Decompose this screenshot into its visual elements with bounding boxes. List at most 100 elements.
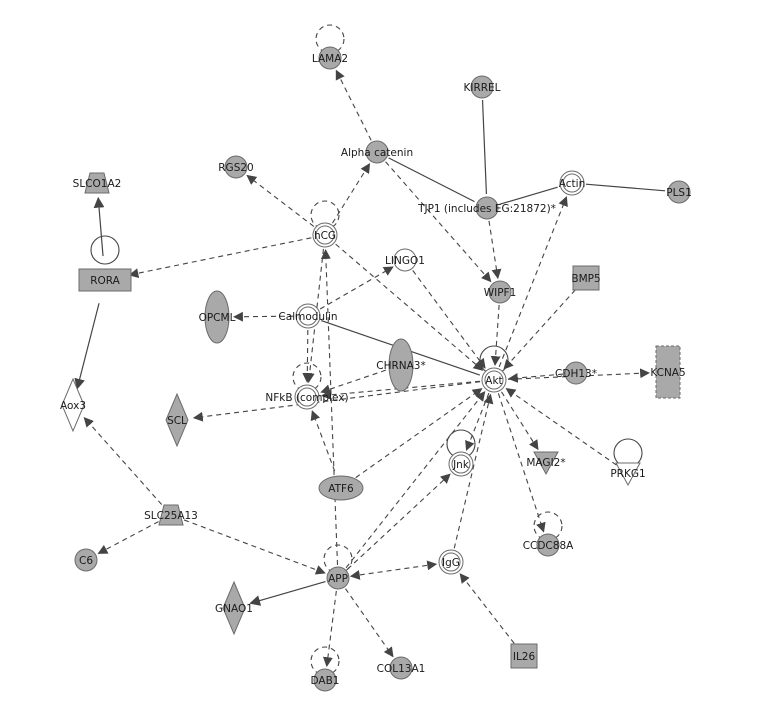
node-label-hcg: hCG	[314, 230, 336, 242]
node-rgs20[interactable]: RGS20	[218, 155, 254, 179]
edge-akt-to-kcna5	[507, 368, 651, 380]
node-label-tjp1: TJP1 (includes EG:21872)*	[417, 203, 556, 215]
edge-hcg-to-rora	[128, 237, 312, 279]
edge-app-to-dab1	[322, 590, 337, 668]
self-loops-layer	[90, 24, 643, 676]
edge-app-to-gnao1	[249, 581, 326, 606]
edge-wipf1-to-akt	[490, 304, 501, 367]
node-lama2[interactable]: LAMA2	[312, 46, 348, 70]
node-c6[interactable]: C6	[74, 548, 98, 572]
edge-il26-to-igg	[459, 573, 515, 644]
edge-rora-to-slco1a2	[93, 196, 105, 257]
node-rora[interactable]: RORA	[78, 268, 132, 292]
node-label-alpha-catenin: Alpha catenin	[341, 147, 413, 159]
edge-calmodulin-to-lingo1	[319, 266, 394, 310]
node-jnk[interactable]: Jnk	[448, 451, 474, 477]
node-label-app: APP	[328, 573, 348, 585]
node-nfkb[interactable]: NFkB (complex)	[265, 384, 349, 410]
edge-alpha-catenin-to-lama2	[335, 69, 372, 141]
node-alpha-catenin[interactable]: Alpha catenin	[341, 140, 413, 164]
node-label-bmp5: BMP5	[571, 273, 600, 285]
node-gnao1[interactable]: GNAO1	[215, 580, 253, 636]
node-igg[interactable]: IgG	[438, 549, 464, 575]
edge-alpha-catenin-to-tjp1	[388, 157, 475, 203]
node-calmodulin[interactable]: Calmodulin	[278, 303, 338, 329]
node-bmp5[interactable]: BMP5	[571, 265, 601, 291]
node-opcml[interactable]: OPCML	[199, 290, 236, 344]
node-label-gnao1: GNAO1	[215, 603, 253, 615]
node-akt[interactable]: Akt	[481, 367, 507, 393]
node-label-magi2: MAGI2*	[526, 457, 565, 469]
edge-cdh13-to-akt	[507, 373, 564, 383]
node-actin[interactable]: Actin	[559, 170, 585, 196]
edge-atf6-to-nfkb	[310, 410, 336, 472]
node-label-rgs20: RGS20	[218, 162, 253, 174]
node-label-kcna5: KCNA5	[650, 367, 685, 379]
node-label-opcml: OPCML	[199, 312, 236, 324]
node-label-lingo1: LINGO1	[385, 255, 425, 267]
node-scl[interactable]: SCL	[165, 392, 189, 448]
node-label-akt: Akt	[485, 375, 502, 387]
node-label-scl: SCL	[167, 415, 187, 427]
edge-app-to-hcg	[320, 248, 339, 566]
node-ccdc88a[interactable]: CCDC88A	[523, 533, 574, 557]
node-app[interactable]: APP	[326, 566, 350, 590]
node-il26[interactable]: IL26	[510, 643, 538, 669]
node-kcna5[interactable]: KCNA5	[650, 345, 686, 399]
edge-calmodulin-to-opcml	[233, 311, 295, 322]
edge-hcg-to-alpha-catenin	[331, 163, 371, 224]
node-label-ccdc88a: CCDC88A	[523, 540, 574, 552]
edge-akt-to-actin	[498, 196, 568, 368]
node-cdh13[interactable]: CDH13*	[555, 361, 597, 385]
node-prkg1[interactable]: PRKG1	[610, 462, 646, 487]
node-kirrel[interactable]: KIRREL	[463, 75, 501, 99]
node-label-calmodulin: Calmodulin	[278, 311, 337, 323]
node-label-slco1a2: SLCO1A2	[73, 178, 122, 190]
node-slc25a13[interactable]: SLC25A13	[144, 504, 198, 526]
edge-prkg1-to-akt	[505, 387, 617, 466]
edge-hcg-to-rgs20	[246, 174, 315, 227]
edge-tjp1-to-actin	[499, 186, 558, 205]
node-aox3[interactable]: Aox3	[60, 377, 86, 433]
self-loop-rora	[90, 235, 120, 265]
edge-akt-to-ccdc88a	[497, 393, 546, 533]
node-label-prkg1: PRKG1	[610, 468, 645, 480]
node-magi2[interactable]: MAGI2*	[526, 451, 566, 476]
edge-rora-to-aox3	[74, 303, 100, 390]
node-label-col13a1: COL13A1	[377, 663, 426, 675]
node-chrna3[interactable]: CHRNA3*	[376, 338, 426, 392]
edge-lingo1-to-akt	[412, 270, 486, 369]
edge-akt-to-scl	[192, 381, 481, 422]
edge-bmp5-to-akt	[503, 289, 576, 370]
node-label-c6: C6	[79, 555, 93, 567]
node-label-chrna3: CHRNA3*	[376, 360, 426, 372]
node-label-kirrel: KIRREL	[463, 82, 500, 94]
edge-atf6-to-akt	[355, 388, 483, 479]
node-hcg[interactable]: hCG	[312, 222, 338, 248]
node-label-igg: IgG	[442, 557, 460, 569]
edge-tjp1-to-wipf1	[488, 220, 502, 280]
edge-chrna3-to-nfkb	[320, 369, 387, 394]
edge-slc25a13-to-aox3	[83, 416, 163, 505]
node-lingo1[interactable]: LINGO1	[385, 248, 425, 272]
node-dab1[interactable]: DAB1	[311, 668, 340, 692]
edge-app-to-akt	[345, 391, 486, 569]
edge-akt-to-magi2	[501, 391, 539, 451]
node-label-aox3: Aox3	[60, 400, 86, 412]
node-slco1a2[interactable]: SLCO1A2	[73, 172, 122, 194]
node-label-slc25a13: SLC25A13	[144, 510, 198, 522]
node-wipf1[interactable]: WIPF1	[484, 280, 517, 304]
edge-actin-to-pls1	[585, 183, 666, 192]
node-tjp1[interactable]: TJP1 (includes EG:21872)*	[417, 196, 556, 220]
node-atf6[interactable]: ATF6	[318, 475, 364, 501]
node-col13a1[interactable]: COL13A1	[377, 656, 426, 680]
edges-layer	[74, 69, 666, 668]
edge-slc25a13-to-app	[183, 519, 326, 575]
edge-slc25a13-to-c6	[97, 521, 159, 554]
node-label-wipf1: WIPF1	[484, 287, 517, 299]
node-pls1[interactable]: PLS1	[666, 180, 692, 204]
node-label-cdh13: CDH13*	[555, 368, 597, 380]
node-label-rora: RORA	[90, 275, 120, 287]
node-label-nfkb: NFkB (complex)	[265, 392, 348, 404]
